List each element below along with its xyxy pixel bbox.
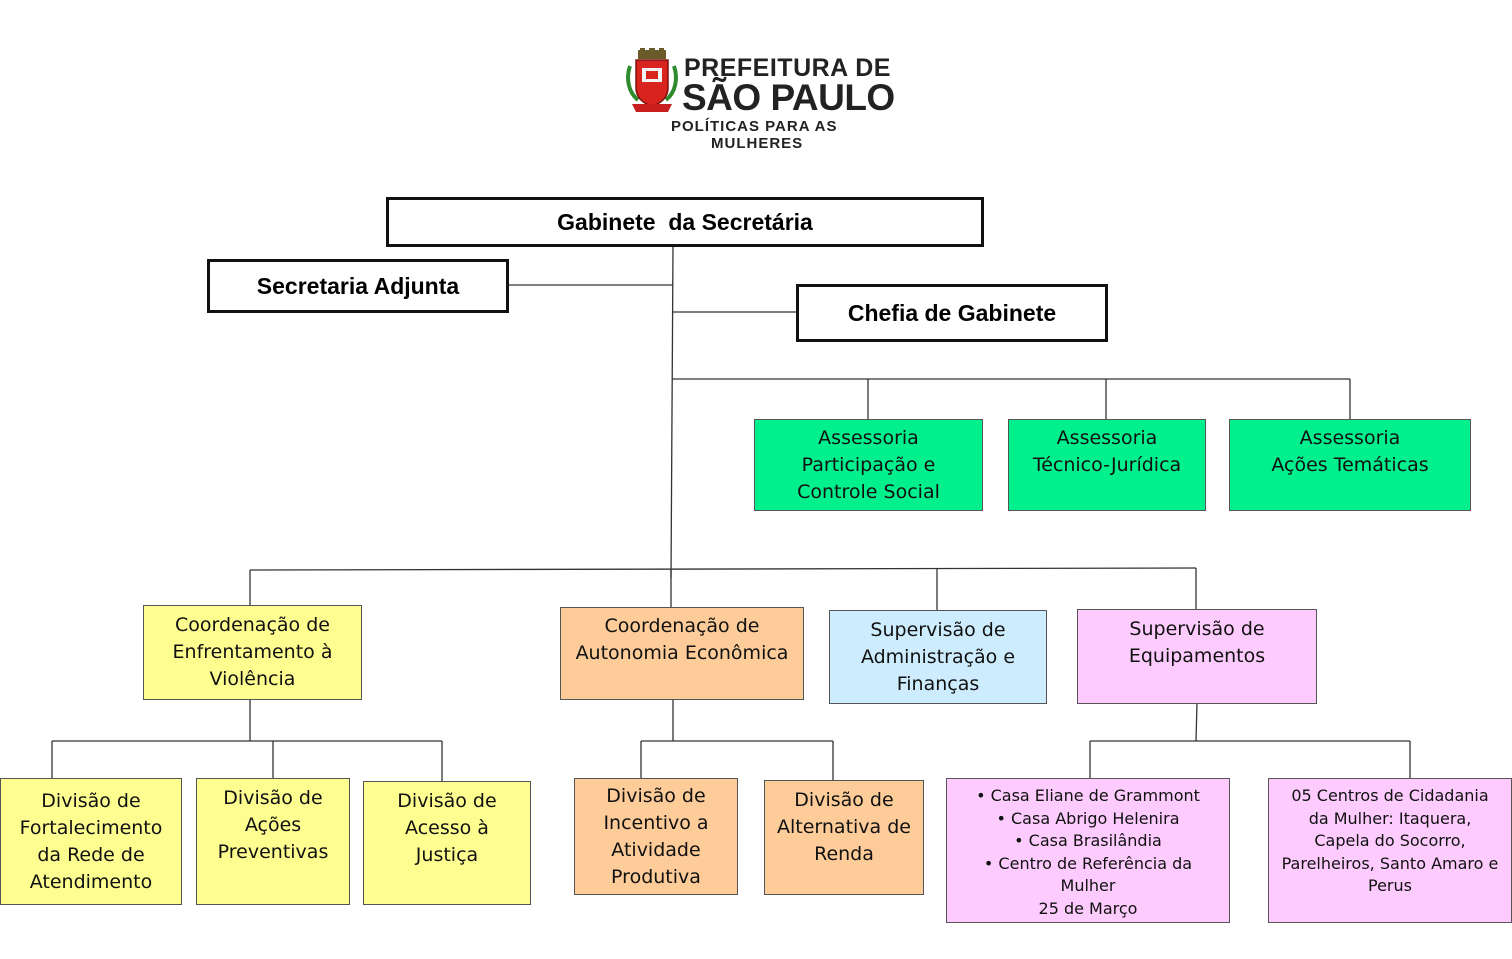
divisao-incentivo-box: Divisão de Incentivo a Atividade Produti… (574, 778, 738, 895)
divisao-alternativa-renda-box: Divisão de Alternativa de Renda (764, 780, 924, 895)
divisao-acoes-preventivas-box: Divisão de Ações Preventivas (196, 778, 350, 905)
assessoria-participacao-box: Assessoria Participação e Controle Socia… (754, 419, 983, 511)
supervisao-equipamentos-box: Supervisão de Equipamentos (1077, 609, 1317, 704)
assessoria-acoes-tematicas-box: Assessoria Ações Temáticas (1229, 419, 1471, 511)
divisao-acesso-justica-box: Divisão de Acesso à Justiça (363, 781, 531, 905)
assessoria-tecnico-juridica-box: Assessoria Técnico-Jurídica (1008, 419, 1206, 511)
logo-line1: PREFEITURA DE (684, 54, 891, 82)
coat-of-arms-icon (626, 48, 678, 112)
secretaria-adjunta-box: Secretaria Adjunta (207, 259, 509, 313)
casa-item: • Casa Abrigo Helenira (996, 808, 1180, 828)
coordenacao-violencia-box: Coordenação de Enfrentamento à Violência (143, 605, 362, 700)
logo: PREFEITURA DE SÃO PAULO POLÍTICAS PARA A… (624, 46, 914, 156)
logo-line3: POLÍTICAS PARA AS (671, 118, 838, 135)
supervisao-administracao-box: Supervisão de Administração e Finanças (829, 610, 1047, 704)
divisao-fortalecimento-box: Divisão de Fortalecimento da Rede de Ate… (0, 778, 182, 905)
gabinete-box: Gabinete da Secretária (386, 197, 984, 247)
centros-cidadania-box: 05 Centros de Cidadania da Mulher: Itaqu… (1268, 778, 1512, 923)
logo-line4: MULHERES (711, 135, 804, 152)
casa-item: • Casa Eliane de Grammont (976, 786, 1200, 805)
casa-item: • Casa Brasilândia (1014, 831, 1162, 850)
logo-line2: SÃO PAULO (682, 77, 895, 118)
casas-list-box: • Casa Eliane de Grammont • Casa Abrigo … (946, 778, 1230, 923)
casa-item: 25 de Março (1038, 898, 1138, 918)
chefia-gabinete-box: Chefia de Gabinete (796, 284, 1108, 342)
casa-item: • Centro de Referência da Mulher (983, 853, 1193, 896)
coordenacao-autonomia-box: Coordenação de Autonomia Econômica (560, 607, 804, 700)
